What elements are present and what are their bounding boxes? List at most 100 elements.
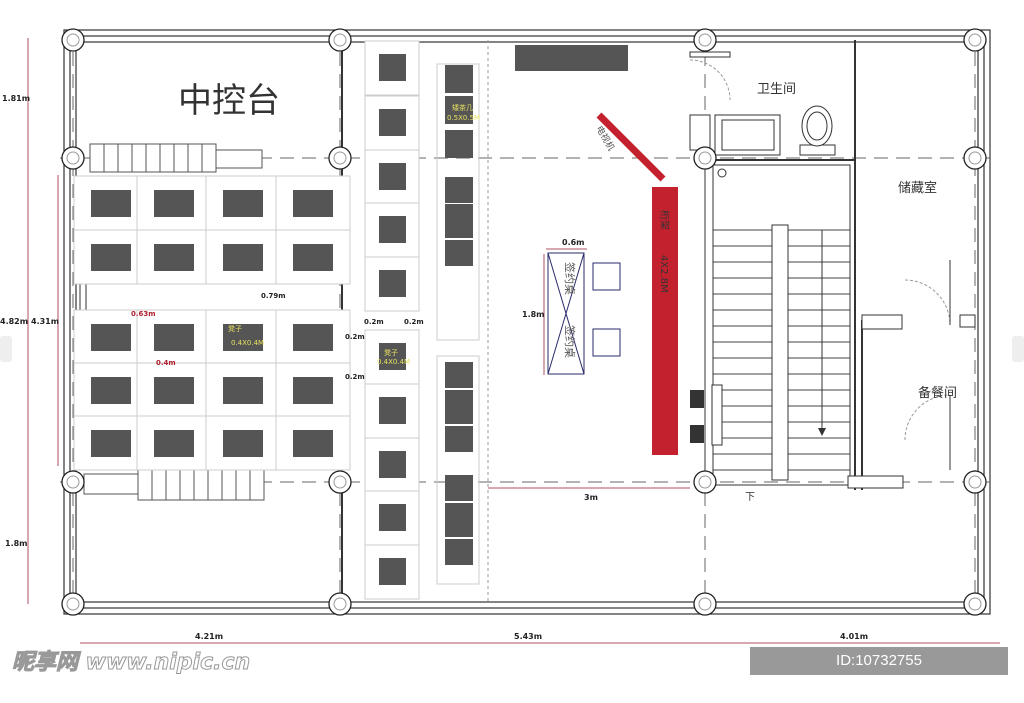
bench-slat — [221, 467, 237, 501]
truss — [652, 187, 678, 455]
column — [61, 470, 85, 494]
image-id-badge: ID:10732755 NO:20250718105724883102 — [750, 647, 1008, 697]
column-core — [968, 475, 982, 489]
dim-stool-margin-2: 0.2m — [404, 318, 424, 326]
dim-bottom-mid: 5.43m — [514, 632, 542, 641]
chair — [91, 324, 131, 351]
chair — [379, 163, 406, 190]
column — [693, 470, 717, 494]
toilet-fixtures — [714, 105, 836, 178]
chair — [293, 244, 333, 271]
column — [693, 592, 717, 616]
chair — [154, 430, 194, 457]
bench-slat — [173, 143, 189, 173]
bench-slat — [249, 467, 265, 501]
chair — [379, 397, 406, 424]
dim-chair-gap-v: 0.4m — [156, 359, 176, 367]
column — [963, 146, 987, 170]
room-label-pantry: 备餐间 — [918, 385, 957, 401]
chair — [445, 65, 473, 93]
chair — [91, 190, 131, 217]
stool-label: 凳子 — [228, 324, 242, 333]
column — [963, 28, 987, 52]
tea-table-size: 0.5X0.5M — [447, 114, 480, 122]
dim-left-top: 1.81m — [2, 94, 30, 103]
column-core — [698, 33, 712, 47]
chair — [445, 362, 473, 388]
column-core — [698, 475, 712, 489]
chair — [223, 190, 263, 217]
column-core — [66, 597, 80, 611]
column-core — [333, 475, 347, 489]
chair — [293, 324, 333, 351]
truss-size: 4X2.8M — [658, 255, 669, 293]
chair — [379, 558, 406, 585]
chair — [379, 216, 406, 243]
chair — [293, 190, 333, 217]
dim-bottom-left: 4.21m — [195, 632, 223, 641]
chair — [91, 430, 131, 457]
chair — [445, 426, 473, 452]
floor-plan: 下 中控台 卫生间 储藏室 备餐间 凳子 0.4X0.4M 凳子 0.4X0.4… — [0, 28, 1000, 644]
stairs-arrowhead — [818, 428, 826, 436]
chair — [154, 377, 194, 404]
structural-columns — [61, 28, 987, 616]
chair — [445, 539, 473, 565]
bench-slat — [151, 467, 167, 501]
column-core — [66, 33, 80, 47]
column — [328, 592, 352, 616]
prev-arrow[interactable] — [0, 336, 12, 362]
dim-stool-margin-3: 0.2m — [345, 333, 365, 341]
inner-wall — [69, 35, 985, 609]
stair-block — [690, 425, 704, 443]
column — [693, 146, 717, 170]
column — [693, 28, 717, 52]
column — [61, 592, 85, 616]
column — [963, 592, 987, 616]
stool-size-2: 0.4X0.4M — [377, 358, 410, 366]
chair — [223, 377, 263, 404]
next-arrow[interactable] — [1012, 336, 1024, 362]
dim-left-bottom: 1.8m — [5, 539, 28, 548]
chair — [154, 190, 194, 217]
stairs-down-label: 下 — [745, 492, 755, 503]
stool-label-2: 凳子 — [384, 348, 398, 357]
chair — [91, 244, 131, 271]
dim-stool-margin-4: 0.2m — [345, 373, 365, 381]
chair — [379, 109, 406, 136]
doors — [689, 51, 951, 470]
chair — [91, 377, 131, 404]
column-core — [333, 597, 347, 611]
bench-slat — [165, 467, 181, 501]
chair — [445, 130, 473, 158]
dim-table-width: 0.6m — [562, 238, 585, 247]
outer-wall — [63, 29, 991, 615]
column-core — [698, 151, 712, 165]
room-label-control: 中控台 — [178, 81, 280, 121]
dim-aisle: 0.79m — [261, 292, 286, 300]
stair-block — [690, 390, 704, 408]
column-core — [968, 33, 982, 47]
stool-size: 0.4X0.4M — [231, 339, 264, 347]
column — [61, 28, 85, 52]
stair-handrail — [771, 224, 789, 481]
chair — [379, 343, 406, 370]
bench — [83, 143, 265, 501]
dim-bottom-right: 4.01m — [840, 632, 868, 641]
column-core — [333, 33, 347, 47]
bench-slat — [159, 143, 175, 173]
chair — [223, 430, 263, 457]
truss-label: 桁架 — [658, 210, 671, 230]
chair — [154, 244, 194, 271]
column — [328, 146, 352, 170]
chair — [379, 54, 406, 81]
chair-column-frame — [436, 63, 480, 341]
column — [61, 146, 85, 170]
screen-block — [515, 45, 628, 71]
chair — [223, 324, 263, 351]
bench-slat — [193, 467, 209, 501]
bench-slat — [179, 467, 195, 501]
stair-post — [711, 384, 723, 446]
dim-stool-margin-1: 0.2m — [364, 318, 384, 326]
tv — [596, 112, 666, 182]
